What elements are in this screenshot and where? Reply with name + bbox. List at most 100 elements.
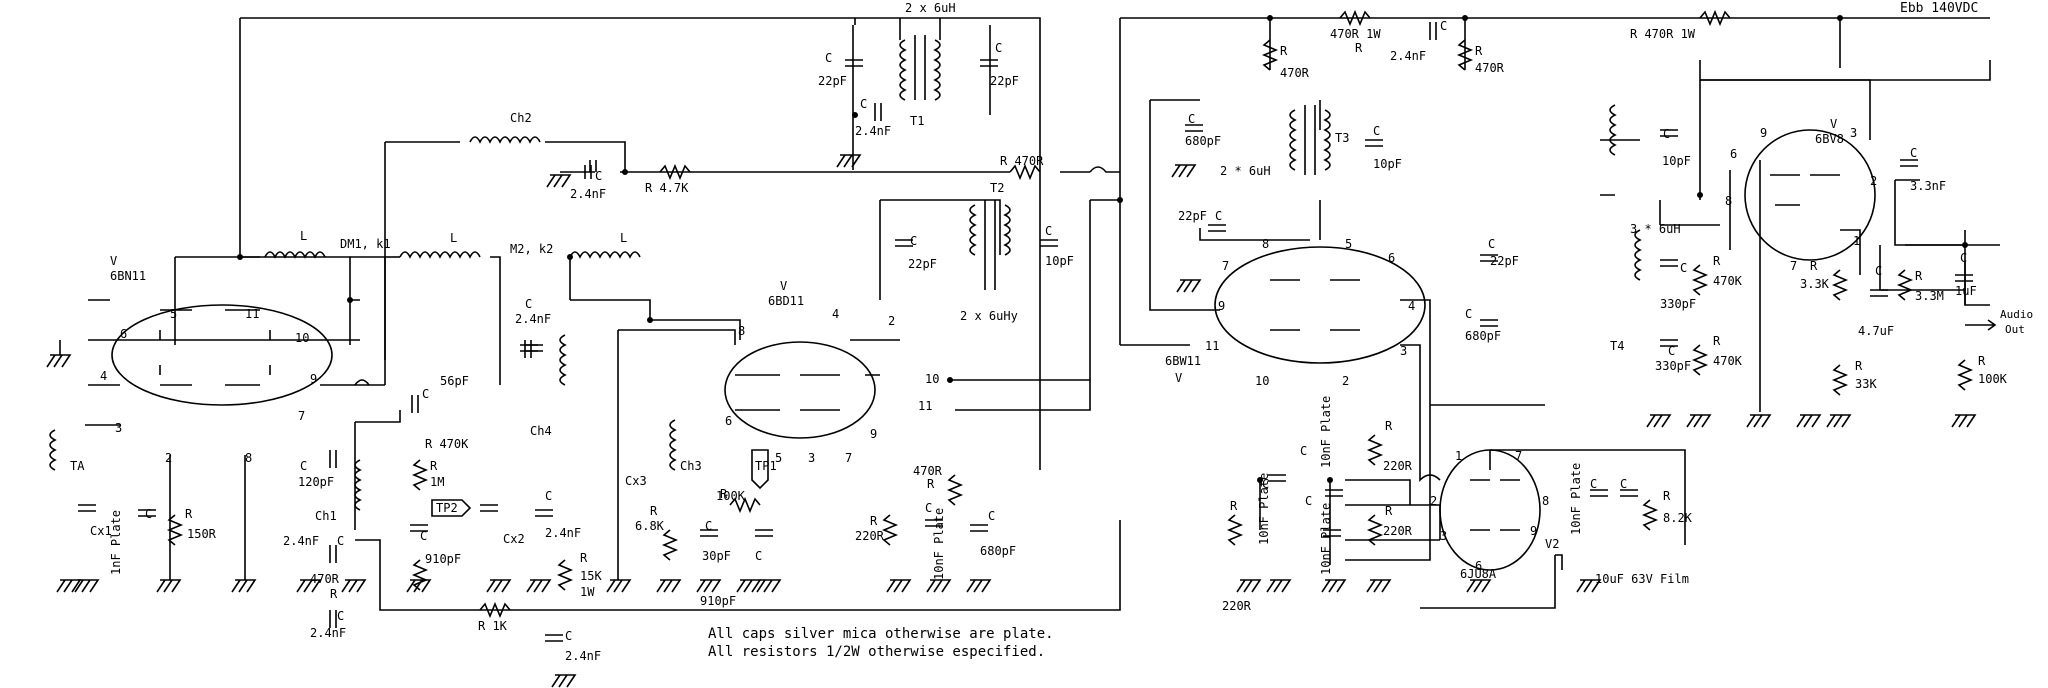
inductor-coils	[49, 35, 1642, 511]
r-top2-value: R 470R 1W	[1630, 27, 1696, 41]
junction-dots	[237, 15, 1968, 483]
r-470r-c-letter: R	[927, 477, 935, 491]
c-ch2-letter: C	[595, 169, 602, 183]
pin-label: 4	[100, 369, 107, 383]
pin-label: 2	[165, 451, 172, 465]
pin-label: 9	[1530, 524, 1537, 538]
c-30pf-value: 30pF	[702, 549, 731, 563]
c-10n-a-value: 10nF Plate	[932, 508, 946, 580]
pin-label: 7	[1790, 259, 1797, 273]
r-33k-letter: R	[1855, 359, 1863, 373]
t4-inductance: 3 * 6uH	[1630, 222, 1681, 236]
c-680b-letter: C	[1188, 112, 1195, 126]
c-2n4-e-value: 2.4nF	[565, 649, 601, 663]
l2-letter: L	[450, 231, 457, 245]
c-22b-value: 22pF	[908, 257, 937, 271]
r-100k-b-value: 100K	[1978, 372, 2008, 386]
c4-letter: C	[422, 387, 429, 401]
c-10n-d-value: 10nF Plate	[1319, 503, 1333, 575]
r-470r-e-letter: R	[1475, 44, 1483, 58]
ground-symbols	[46, 154, 1977, 688]
audio-out-label-1: Audio	[2000, 308, 2033, 321]
note-resistors: All resistors 1/2W otherwise especified.	[708, 644, 1045, 660]
r-3k3-value: 3.3K	[1800, 277, 1830, 291]
tube-type-6bv8: 6BV8	[1815, 132, 1844, 146]
pin-label: 6	[1730, 147, 1737, 161]
pin-label: 5	[775, 451, 782, 465]
c-680a-letter: C	[988, 509, 995, 523]
c-56pf-value: 56pF	[440, 374, 469, 388]
cx3-label: Cx3	[625, 474, 647, 488]
r-8k2-value: 8.2K	[1663, 511, 1693, 525]
c-22b-letter: C	[910, 234, 917, 248]
pin-label: 4	[832, 307, 839, 321]
c11-letter: C	[1305, 494, 1312, 508]
pin-label: 2	[1870, 174, 1877, 188]
pin-label: 6	[725, 414, 732, 428]
c3-letter: C	[337, 609, 344, 623]
c-330a-letter: C	[1680, 261, 1687, 275]
c-1uf-letter: C	[1960, 251, 1967, 265]
c-10d-value: 10pF	[1662, 154, 1691, 168]
r-8k2-letter: R	[1663, 489, 1671, 503]
r-100k-value: 100K	[716, 489, 746, 503]
c-330b-letter: C	[1668, 344, 1675, 358]
resistors	[166, 9, 1974, 619]
r-470k-b-letter: R	[1713, 334, 1721, 348]
pin-label: 7	[845, 451, 852, 465]
c-330b-value: 330pF	[1655, 359, 1691, 373]
r-220r-b-value: 220R	[1222, 599, 1252, 613]
r-220r-c-letter: R	[1385, 419, 1393, 433]
c-t1a-value: 22pF	[818, 74, 847, 88]
c5-letter: C	[545, 489, 552, 503]
r-1m-letter: R	[430, 459, 438, 473]
note-caps: All caps silver mica otherwise are plate…	[708, 626, 1054, 642]
c-10uf-label: 10uF 63V Film	[1595, 572, 1689, 586]
t2-label: T2	[990, 181, 1004, 195]
r-470r-d-letter: R	[1280, 44, 1288, 58]
pin-label: 4	[1408, 299, 1415, 313]
r-15k-letter: R	[580, 551, 588, 565]
r-470r-b-value: 470R	[310, 572, 340, 586]
c120-value: 120pF	[298, 475, 334, 489]
supply-label: Ebb 140VDC	[1900, 1, 1978, 16]
c-680b-value: 680pF	[1185, 134, 1221, 148]
pin-label: 3	[1440, 529, 1447, 543]
c-10c-letter: C	[1373, 124, 1380, 138]
tube-label-v2: V2	[1545, 537, 1559, 551]
r-470r-d-value: 470R	[1280, 66, 1310, 80]
cx2-label: Cx2	[503, 532, 525, 546]
c1-letter: C	[145, 507, 152, 521]
r-3m3-letter: R	[1915, 269, 1923, 283]
r150-letter: R	[185, 507, 193, 521]
r-220r-b-letter: R	[1230, 499, 1238, 513]
r-470r-c-value: 470R	[913, 464, 943, 478]
pin-label: 8	[1725, 194, 1732, 208]
r-220r-d-letter: R	[1385, 504, 1393, 518]
ch2-label: Ch2	[510, 111, 532, 125]
wires	[59, 17, 2000, 611]
c12-letter: C	[1590, 477, 1597, 491]
pin-label: 9	[870, 427, 877, 441]
pin-label: 11	[1205, 339, 1219, 353]
pin-label: 9	[1218, 299, 1225, 313]
c-10c-value: 10pF	[1373, 157, 1402, 171]
c-10b-letter: C	[1045, 224, 1052, 238]
c13-letter: C	[1620, 477, 1627, 491]
c-910b-letter: C	[755, 549, 762, 563]
audio-out-label-2: Out	[2005, 323, 2025, 336]
r-3k3-letter: R	[1810, 259, 1818, 273]
c-910-value: 910pF	[425, 552, 461, 566]
c-680a-value: 680pF	[980, 544, 1016, 558]
tube-6ju8a: V2 6JU8A	[1439, 449, 1559, 581]
tp2-tag: TP2	[431, 499, 472, 517]
c-22c-value: 22pF	[1178, 209, 1207, 223]
pin-label: 2	[888, 314, 895, 328]
tube-label-6bd11: V	[780, 279, 787, 293]
c9-letter: C	[1262, 477, 1269, 491]
pin-label: 10	[1255, 374, 1269, 388]
r-220r-d-value: 220R	[1383, 524, 1413, 538]
r-b-letter: R	[330, 587, 338, 601]
r-470k-b-value: 470K	[1713, 354, 1743, 368]
